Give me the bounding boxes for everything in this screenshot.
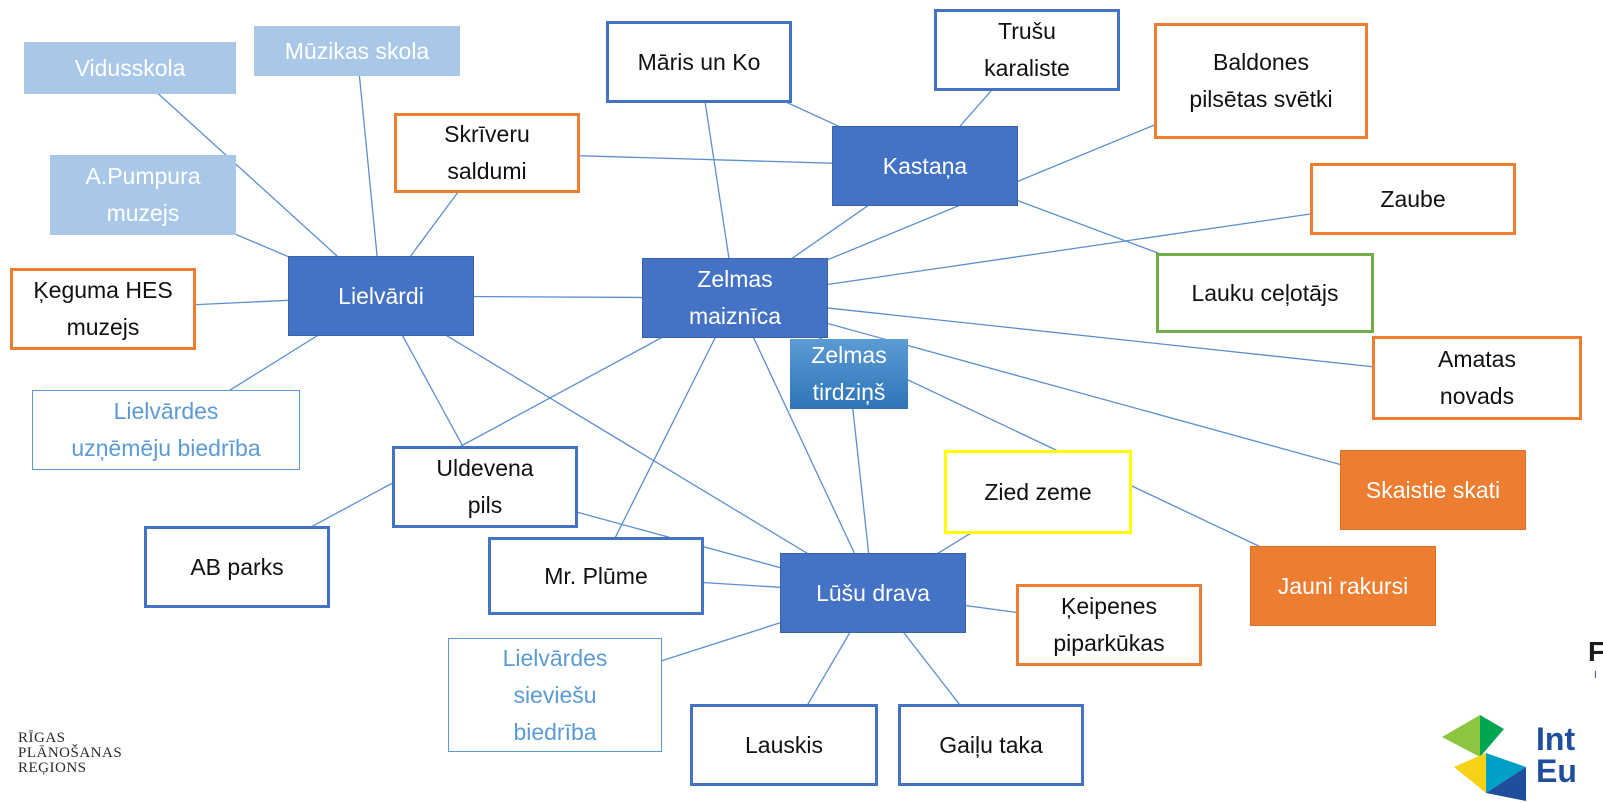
interreg-logo-text: Eu (1536, 753, 1577, 789)
rpr-logo: RĪGAS PLĀNOŠANAS REĢIONS (18, 731, 122, 776)
partial-logo-subtext: I (1594, 670, 1597, 681)
rpr-logo-line: PLĀNOŠANAS (18, 745, 123, 761)
node-lielvardi: Lielvārdi (288, 256, 474, 336)
node-skriveru-saldumi: Skrīveru saldumi (394, 113, 580, 193)
connection-line (595, 297, 736, 577)
node-lielvardes-sieviesu: Lielvārdes sieviešu biedrība (448, 638, 662, 752)
node-zelmas-tirdzins: Zelmas tirdziņš (790, 339, 908, 409)
node-zied-zeme: Zied zeme (944, 450, 1132, 534)
node-mr-plume: Mr. Plūme (488, 537, 704, 615)
connection-line (236, 297, 736, 568)
rpr-logo-line: RĪGAS (18, 730, 66, 746)
interreg-logo: Int Eu (1440, 715, 1603, 803)
node-maris-un-ko: Māris un Ko (606, 21, 792, 103)
node-ab-parks: AB parks (144, 526, 330, 608)
interreg-emblem-icon (1442, 715, 1526, 801)
connection-line (734, 297, 874, 594)
rpr-logo-line: REĢIONS (18, 760, 87, 776)
connection-line (734, 297, 1478, 379)
node-zaube: Zaube (1310, 163, 1516, 235)
node-skaistie-skati: Skaistie skati (1340, 450, 1526, 530)
node-keipenes: Ķeipenes piparkūkas (1016, 584, 1202, 666)
node-jauni-rakursi: Jauni rakursi (1250, 546, 1436, 626)
node-uldevena-pils: Uldevena pils (392, 446, 578, 528)
partial-logo-letter: F (1588, 636, 1603, 667)
node-keguma-hes: Ķeguma HES muzejs (10, 268, 196, 350)
node-lusu-drava: Lūšu drava (780, 553, 966, 633)
node-kastana: Kastaņa (832, 126, 1018, 206)
interreg-logo-text: Int (1536, 721, 1576, 757)
node-trusu-karaliste: Trušu karaliste (934, 9, 1120, 91)
connection-line (734, 198, 1414, 299)
node-amatas-novads: Amatas novads (1372, 336, 1582, 420)
node-vidusskola: Vidusskola (24, 42, 236, 94)
node-muzikas-skola: Mūzikas skola (254, 26, 460, 76)
node-zelmas-maiznica: Zelmas maiznīca (642, 258, 828, 338)
node-gailu-taka: Gaiļu taka (898, 704, 1084, 786)
connection-line (356, 50, 382, 297)
connection-line (380, 295, 874, 594)
node-lauskis: Lauskis (690, 704, 878, 786)
node-baldones: Baldones pilsētas svētki (1154, 23, 1368, 139)
node-lauku-celotajs: Lauku ceļotājs (1156, 253, 1374, 333)
node-lielvardes-uznemeju: Lielvārdes uzņēmēju biedrība (32, 390, 300, 470)
connection-line (734, 297, 1434, 491)
node-apumpura-muzejs: A.Pumpura muzejs (50, 155, 236, 235)
